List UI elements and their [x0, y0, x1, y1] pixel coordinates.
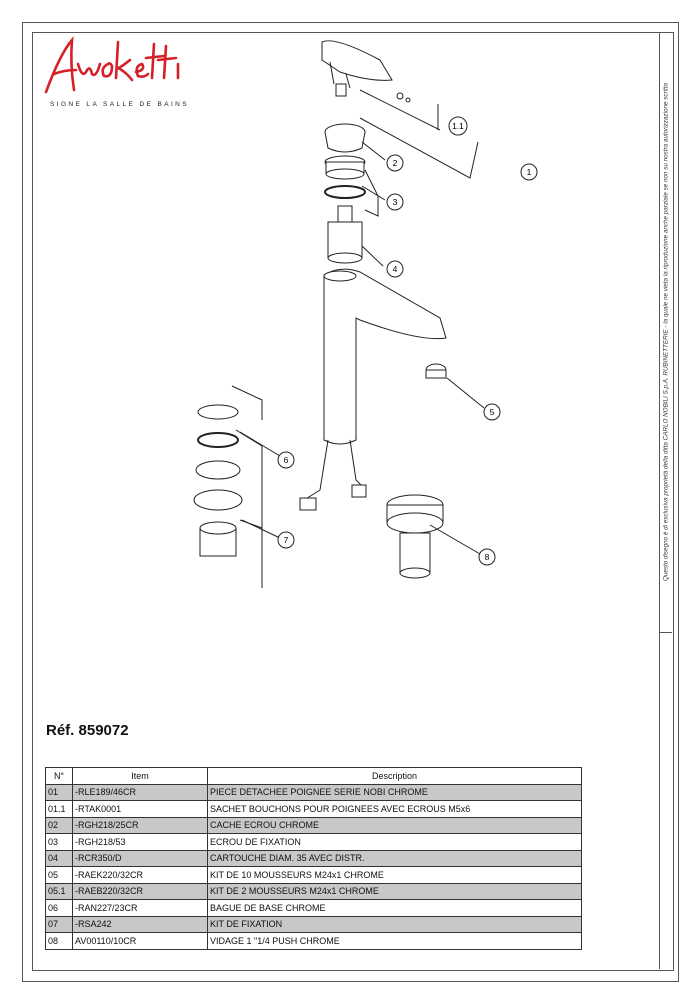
push-waste	[386, 494, 444, 579]
cell-description: ECROU DE FIXATION	[207, 833, 582, 851]
cell-number: 06	[45, 899, 73, 917]
cell-item: -RTAK0001	[72, 800, 208, 818]
cell-number: 01.1	[45, 800, 73, 818]
cell-description: KIT DE 10 MOUSSEURS M24x1 CHROME	[207, 866, 582, 884]
drawing-frame	[32, 32, 674, 971]
cell-description: PIECE DETACHEE POIGNEE SERIE NOBI CHROME	[207, 783, 582, 801]
cell-description: CARTOUCHE DIAM. 35 AVEC DISTR.	[207, 849, 582, 867]
callout-5: 5	[483, 403, 501, 421]
cell-item: -RAEB220/32CR	[72, 882, 208, 900]
header-description: Description	[207, 767, 582, 785]
svg-text:7: 7	[284, 535, 289, 545]
table-header: N° Item Description	[45, 767, 582, 785]
cell-number: 08	[45, 932, 73, 950]
cell-number: 07	[45, 915, 73, 933]
cell-item: -RCR350/D	[72, 849, 208, 867]
cell-number: 03	[45, 833, 73, 851]
spout-body	[299, 268, 447, 511]
svg-text:6: 6	[284, 455, 289, 465]
cell-item: AV00110/10CR	[72, 932, 208, 950]
fixing-nut	[324, 155, 366, 199]
cell-item: -RSA242	[72, 915, 208, 933]
reference-number: Réf. 859072	[46, 722, 129, 739]
callout-8: 8	[478, 548, 496, 566]
header-item: Item	[72, 767, 208, 785]
svg-text:4: 4	[393, 264, 398, 274]
callout-3: 3	[386, 193, 404, 211]
svg-text:5: 5	[490, 407, 495, 417]
callout-1-1: 1.1	[448, 116, 468, 136]
callout-1: 1	[520, 163, 538, 181]
side-strip	[659, 32, 673, 969]
cell-number: 05.1	[45, 882, 73, 900]
svg-text:8: 8	[485, 552, 490, 562]
cell-description: BAGUE DE BASE CHROME	[207, 899, 582, 917]
cap-nut	[324, 123, 366, 153]
cell-item: -RLE189/46CR	[72, 783, 208, 801]
handle-part	[321, 40, 411, 103]
cell-description: KIT DE 2 MOUSSEURS M24x1 CHROME	[207, 882, 582, 900]
callouts: 1 1.1 2 3 4 5 6 7 8	[277, 116, 538, 566]
base-ring-kit	[193, 385, 263, 588]
exploded-view-drawing: 1 1.1 2 3 4 5 6 7 8	[193, 40, 538, 588]
page-border	[22, 22, 679, 982]
cartridge	[327, 205, 363, 264]
callout-6: 6	[277, 451, 295, 469]
cell-item: -RGH218/25CR	[72, 816, 208, 834]
cell-item: -RAN227/23CR	[72, 899, 208, 917]
cell-number: 05	[45, 866, 73, 884]
cell-number: 02	[45, 816, 73, 834]
svg-text:2: 2	[393, 158, 398, 168]
svg-text:1: 1	[527, 167, 532, 177]
svg-text:3: 3	[393, 197, 398, 207]
brand-logo	[44, 36, 180, 94]
divider	[659, 632, 672, 633]
callout-2: 2	[386, 154, 404, 172]
svg-text:1.1: 1.1	[452, 121, 464, 131]
cell-description: SACHET BOUCHONS POUR POIGNEES AVEC ECROU…	[207, 800, 582, 818]
cell-item: -RGH218/53	[72, 833, 208, 851]
aerator	[425, 363, 447, 379]
callout-7: 7	[277, 531, 295, 549]
cell-description: VIDAGE 1 "1/4 PUSH CHROME	[207, 932, 582, 950]
cell-number: 04	[45, 849, 73, 867]
brand-tagline: SIGNE LA SALLE DE BAINS	[50, 101, 190, 108]
cell-number: 01	[45, 783, 73, 801]
cell-item: -RAEK220/32CR	[72, 866, 208, 884]
cell-description: KIT DE FIXATION	[207, 915, 582, 933]
header-number: N°	[45, 767, 73, 785]
callout-4: 4	[386, 260, 404, 278]
cell-description: CACHE ECROU CHROME	[207, 816, 582, 834]
